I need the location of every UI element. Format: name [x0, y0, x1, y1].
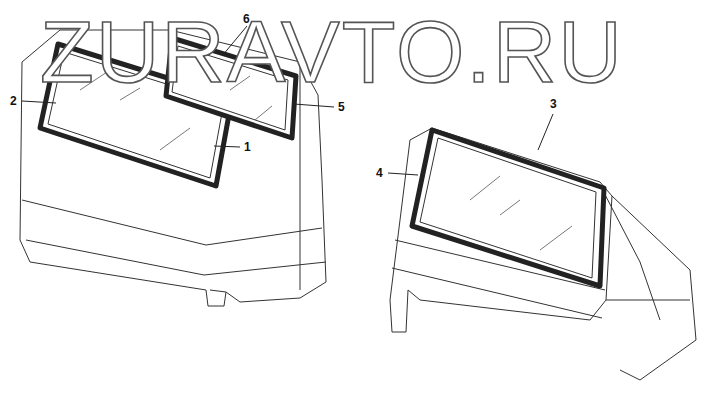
callout-number: 2	[10, 95, 17, 107]
callout-number: 3	[550, 98, 557, 110]
watermark: ZURAVTO.RU	[40, 8, 624, 96]
callout-number: 1	[244, 141, 251, 153]
callout-number: 5	[338, 101, 345, 113]
callout-number: 6	[243, 13, 250, 25]
callout-number: 4	[376, 167, 383, 179]
